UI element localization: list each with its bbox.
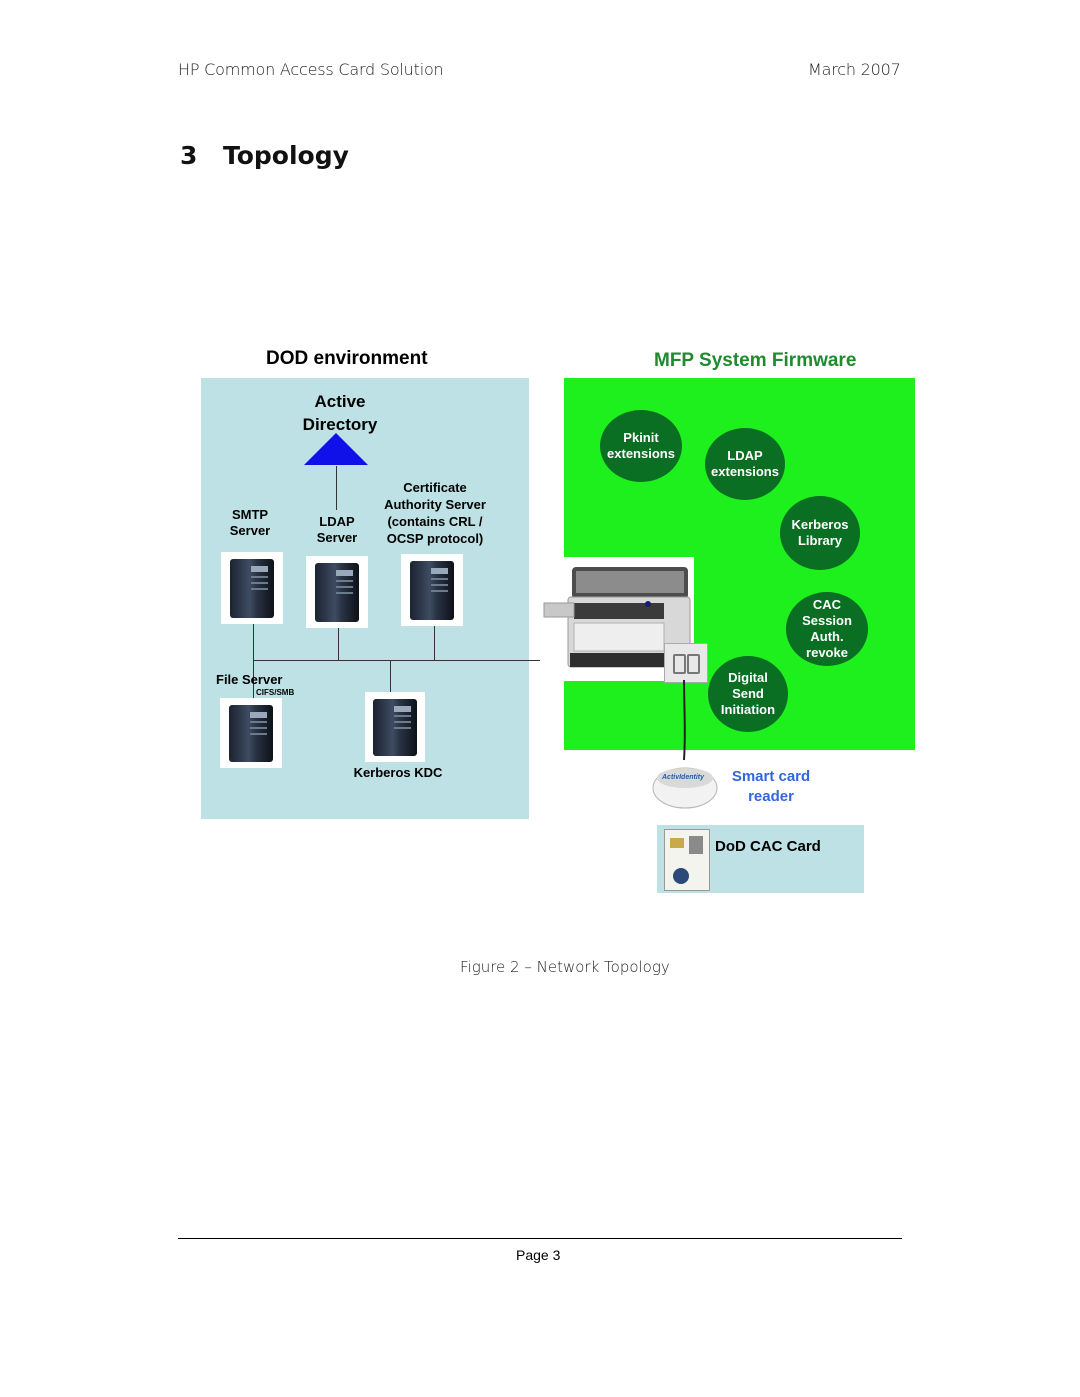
smart-card-reader-label: Smart card reader — [722, 767, 820, 807]
smart-card-line1: Smart card — [731, 768, 811, 785]
mfp-device-image — [540, 557, 694, 681]
ca-line3: (contains CRL / — [387, 514, 483, 529]
pkinit-line1: Pkinit — [623, 430, 659, 445]
cac-line3: Auth. — [810, 629, 844, 644]
active-directory-label: Active Directory — [290, 390, 390, 436]
kerberos-kdc-label: Kerberos KDC — [353, 765, 443, 780]
reader-brand-label: ActivIdentity — [662, 774, 705, 781]
smtp-server-label: SMTP Server — [220, 507, 280, 539]
smtp-line1: SMTP — [231, 507, 269, 522]
kerberos-library-circle: Kerberos Library — [780, 496, 860, 570]
connector-ldap — [338, 628, 339, 660]
ca-line1: Certificate — [403, 480, 467, 495]
smart-card-line2: reader — [748, 788, 794, 805]
doc-header-date: March 2007 — [808, 60, 901, 79]
dod-environment-title: DOD environment — [266, 348, 428, 369]
ldap-extensions-circle: LDAP extensions — [705, 428, 785, 500]
ldap-server-icon — [306, 556, 368, 628]
file-server-label: File Server — [216, 672, 283, 687]
cac-line4: revoke — [806, 645, 848, 660]
cac-line1: CAC — [812, 597, 842, 612]
doc-header-title: HP Common Access Card Solution — [178, 60, 444, 79]
digital-send-line3: Initiation — [720, 702, 776, 717]
connector-ad-ldap — [336, 466, 337, 510]
ldap-server-label: LDAP Server — [307, 514, 367, 546]
cac-line2: Session — [802, 613, 852, 628]
section-number: 3 — [180, 141, 198, 170]
kerberos-lib-line2: Library — [797, 533, 843, 548]
figure-caption: Figure 2 – Network Topology — [460, 958, 670, 976]
page-number: Page 3 — [516, 1247, 561, 1263]
connector-smtp — [253, 624, 254, 660]
active-directory-triangle-icon — [304, 433, 368, 465]
file-server-icon — [220, 698, 282, 768]
connector-file-server — [253, 660, 254, 698]
network-backbone — [253, 660, 567, 661]
cac-card-icon — [664, 829, 710, 891]
digital-send-line1: Digital — [728, 670, 768, 685]
digital-send-line2: Send — [732, 686, 764, 701]
cifs-smb-label: CIFS/SMB — [256, 688, 295, 697]
connector-kdc — [390, 660, 391, 692]
mfp-firmware-title: MFP System Firmware — [654, 350, 857, 371]
usb-port-icon — [664, 643, 708, 683]
smtp-line2: Server — [229, 523, 271, 538]
section-title: Topology — [223, 141, 349, 170]
connector-ca — [434, 626, 435, 660]
active-directory-line2: Directory — [302, 415, 378, 434]
ldap-ext-line1: LDAP — [727, 448, 763, 463]
digital-send-circle: Digital Send Initiation — [708, 656, 788, 732]
ldap-line2: Server — [316, 530, 358, 545]
ca-line4: OCSP protocol) — [386, 531, 484, 546]
ca-server-icon — [401, 554, 463, 626]
pkinit-extensions-circle: Pkinit extensions — [600, 410, 682, 482]
reader-cable — [683, 680, 686, 761]
ca-line2: Authority Server — [384, 497, 486, 512]
pkinit-line2: extensions — [607, 446, 675, 461]
smart-card-reader-icon — [650, 760, 720, 810]
ldap-ext-line2: extensions — [711, 464, 779, 479]
footer-rule — [178, 1238, 902, 1239]
kerberos-lib-line1: Kerberos — [791, 517, 849, 532]
ldap-line1: LDAP — [319, 514, 355, 529]
cac-session-circle: CAC Session Auth. revoke — [786, 592, 868, 666]
ca-server-label: Certificate Authority Server (contains C… — [365, 479, 505, 547]
cac-card-label: DoD CAC Card — [715, 838, 821, 855]
active-directory-line1: Active — [314, 392, 366, 411]
smtp-server-icon — [221, 552, 283, 624]
kerberos-kdc-icon — [365, 692, 425, 762]
